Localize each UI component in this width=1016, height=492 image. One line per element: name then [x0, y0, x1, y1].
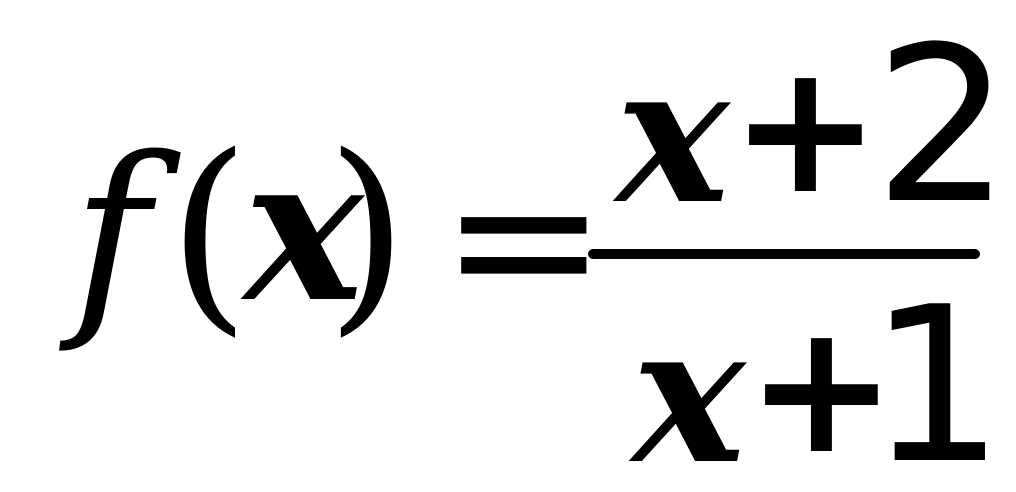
denominator-plus-sign: +: [746, 285, 897, 492]
function-name: f: [72, 112, 150, 357]
fraction-bar: [588, 249, 980, 259]
numerator-variable: x: [616, 23, 730, 246]
numerator-plus-sign: +: [730, 25, 881, 234]
denominator-constant: 1: [868, 260, 1005, 492]
denominator-variable: x: [632, 283, 746, 492]
open-parenthesis: (: [168, 110, 250, 355]
equals-sign: =: [440, 123, 608, 356]
function-argument: x: [244, 112, 364, 347]
close-parenthesis: ): [326, 110, 408, 355]
numerator-constant: 2: [874, 0, 1011, 251]
